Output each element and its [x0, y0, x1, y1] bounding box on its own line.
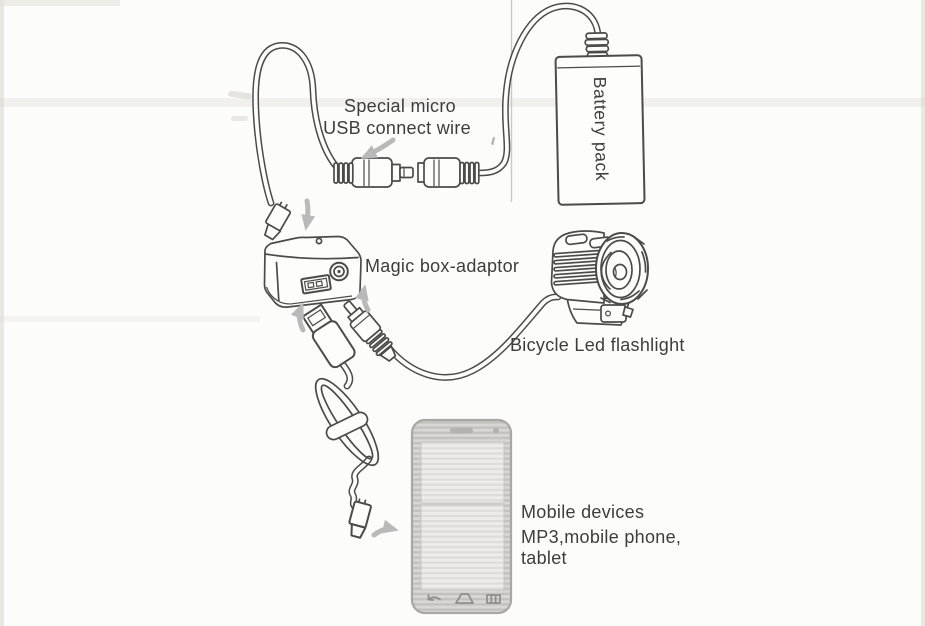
phone-screen-lower [420, 504, 505, 591]
phone-camera [493, 427, 499, 434]
right-arrow-icon [371, 519, 399, 538]
dc-connector-female [417, 157, 480, 188]
flashlight-bezel [595, 232, 649, 305]
dc-connector-male [333, 157, 414, 188]
flashlight-mount [566, 296, 634, 326]
down-arrow-icon [301, 198, 316, 231]
label-pointer-arrow-icon [360, 137, 396, 159]
coiled-cable [314, 377, 380, 467]
flashlight-label: Bicycle Led flashlight [510, 335, 685, 355]
bicycle-led-flashlight [550, 230, 649, 326]
direction-arrows [290, 137, 399, 538]
magic-box-adaptor [263, 235, 362, 308]
indicator-led-dot [315, 237, 323, 245]
wire-label-line2: USB connect wire [323, 118, 471, 138]
micro-usb-connector-top [264, 201, 292, 241]
wire-label-line1: Special micro [344, 96, 456, 116]
phone-screen [420, 441, 505, 504]
mobile-phone [410, 418, 513, 615]
usb-a-plug [301, 303, 356, 369]
flashlight-led [612, 263, 628, 281]
up-arrow-dc-icon [355, 284, 371, 313]
mobile-label-line2: MP3,mobile phone, [521, 527, 681, 547]
micro-usb-connector-bottom [348, 498, 372, 539]
cable-tie-band [325, 411, 369, 441]
dc-jack [329, 261, 349, 282]
flashlight-reflector [605, 250, 633, 290]
phone-speaker [450, 427, 473, 434]
dc-barrel-plug [343, 300, 397, 362]
mobile-label-line3: tablet [521, 548, 567, 568]
mobile-label-line1: Mobile devices [521, 502, 644, 522]
diagram-labels: Special micro USB connect wire Magic box… [323, 96, 685, 568]
usb-a-port [300, 274, 332, 295]
adaptor-label: Magic box-adaptor [365, 256, 519, 276]
battery-label: Battery pack [590, 77, 612, 182]
dc-pin [399, 166, 414, 179]
battery-pack: Battery pack [554, 32, 646, 206]
back-icon [427, 594, 441, 601]
menu-icon [486, 594, 501, 604]
up-arrow-usb-icon [290, 302, 306, 333]
home-icon [455, 593, 474, 604]
